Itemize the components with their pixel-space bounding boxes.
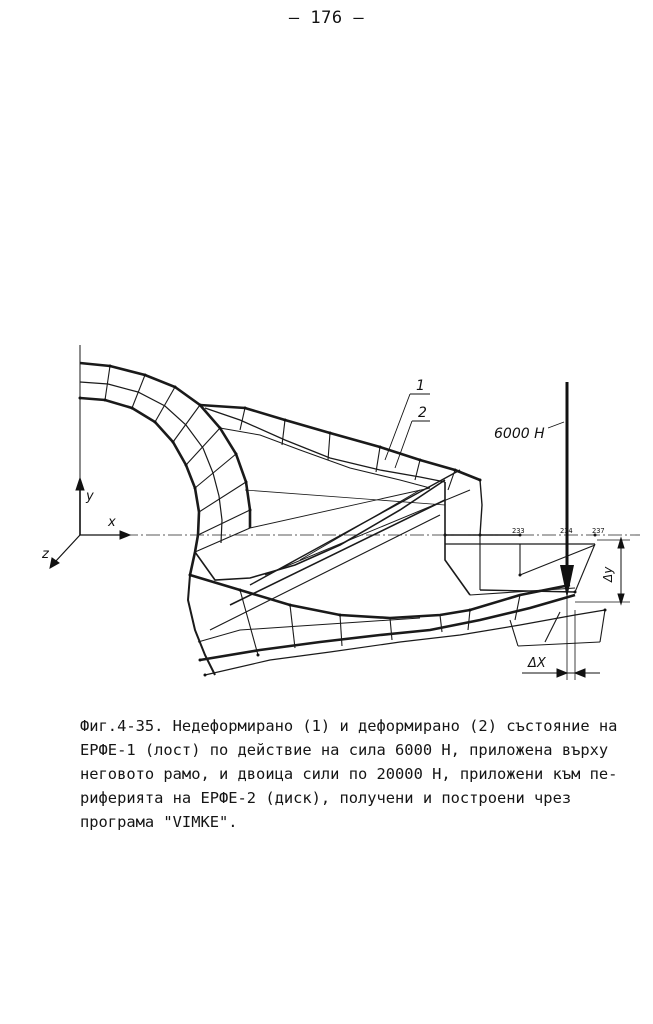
caption-line: риферията на ЕРФЕ-2 (диск), получени и п… xyxy=(80,789,572,807)
mesh-diagram: y x z 6000 H 1 2 233 234 237 xyxy=(41,345,640,680)
curve-leaders xyxy=(384,393,430,469)
coordinate-axes xyxy=(49,476,132,569)
caption-line: Фиг.4-35. Недеформирано (1) и деформиран… xyxy=(80,717,618,735)
axis-label-y: y xyxy=(85,489,94,504)
force-arrow xyxy=(547,382,574,680)
curve-label-1: 1 xyxy=(416,378,425,394)
delta-x-label: ΔX xyxy=(527,656,547,671)
curve-label-2: 2 xyxy=(418,405,427,421)
node-label-233: 233 xyxy=(512,527,525,535)
force-label: 6000 H xyxy=(494,426,545,442)
caption-line: ЕРФЕ-1 (лост) по действие на сила 6000 Н… xyxy=(80,741,609,759)
mesh-nodes xyxy=(78,364,607,677)
figure-mesh-drawing: y x z 6000 H 1 2 233 234 237 xyxy=(0,330,653,690)
delta-y-label: Δy xyxy=(601,566,615,583)
page-number: – 176 – xyxy=(288,8,365,28)
caption-line: програма "VIMKE". xyxy=(80,813,238,831)
axis-label-z: z xyxy=(41,547,50,562)
node-label-234: 234 xyxy=(560,527,573,535)
axis-label-x: x xyxy=(107,515,116,530)
node-label-237: 237 xyxy=(592,527,605,535)
delta-y-dimension xyxy=(575,536,630,606)
figure-caption: Фиг.4-35. Недеформирано (1) и деформиран… xyxy=(80,714,620,834)
delta-x-dimension xyxy=(522,610,600,680)
caption-line: неговото рамо, и двоица сили по 20000 Н,… xyxy=(80,765,618,783)
